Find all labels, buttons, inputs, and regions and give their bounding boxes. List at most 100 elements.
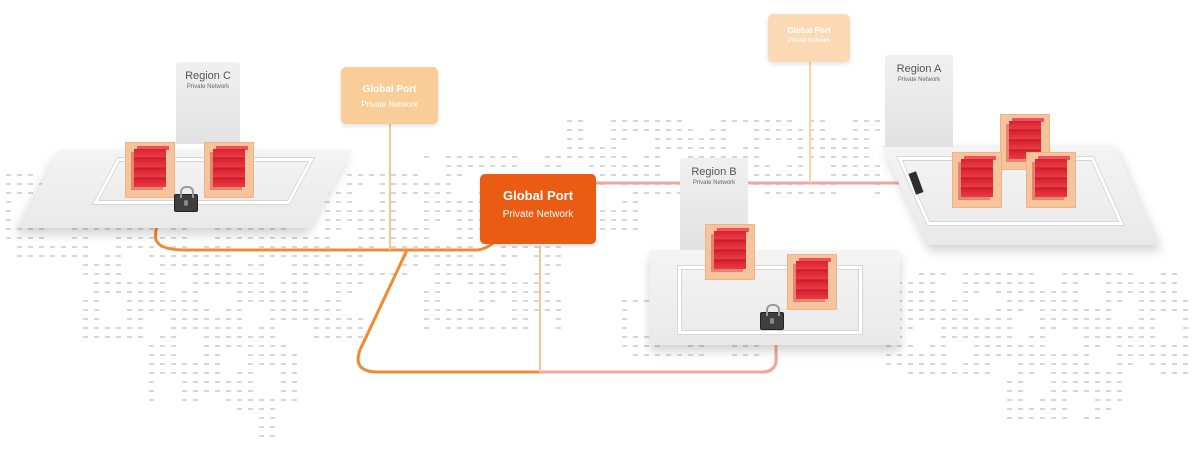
map-dot xyxy=(1007,381,1012,383)
map-dot xyxy=(1117,381,1122,383)
map-dot xyxy=(94,300,99,302)
map-dot xyxy=(259,300,264,302)
map-dot xyxy=(908,300,913,302)
region-a-card: Region A Private Network xyxy=(885,55,953,147)
map-dot xyxy=(787,138,792,140)
map-dot xyxy=(248,228,253,230)
map-dot xyxy=(160,255,165,257)
map-dot xyxy=(446,174,451,176)
map-dot xyxy=(886,345,891,347)
map-dot xyxy=(259,399,264,401)
map-dot xyxy=(413,237,418,239)
map-dot xyxy=(545,165,550,167)
region-c-server-2[interactable] xyxy=(204,142,254,198)
map-dot xyxy=(204,264,209,266)
map-dot xyxy=(798,165,803,167)
map-dot xyxy=(798,174,803,176)
map-dot xyxy=(930,273,935,275)
map-dot xyxy=(215,282,220,284)
map-dot xyxy=(864,147,869,149)
map-dot xyxy=(391,192,396,194)
map-dot xyxy=(633,336,638,338)
map-dot xyxy=(875,192,880,194)
map-dot xyxy=(1018,282,1023,284)
map-dot xyxy=(666,120,671,122)
map-dot xyxy=(864,165,869,167)
map-dot xyxy=(1084,336,1089,338)
map-dot xyxy=(600,210,605,212)
map-dot xyxy=(237,381,242,383)
map-dot xyxy=(347,192,352,194)
map-dot xyxy=(1117,336,1122,338)
map-dot xyxy=(1007,318,1012,320)
map-dot xyxy=(1161,309,1166,311)
map-dot xyxy=(17,183,22,185)
map-dot xyxy=(182,291,187,293)
map-dot xyxy=(424,246,429,248)
map-dot xyxy=(226,228,231,230)
map-dot xyxy=(1150,318,1155,320)
map-dot xyxy=(512,309,517,311)
map-dot xyxy=(974,345,979,347)
map-dot xyxy=(270,435,275,437)
map-dot xyxy=(1007,336,1012,338)
map-dot xyxy=(336,192,341,194)
map-dot xyxy=(1183,327,1188,329)
global-port-main[interactable]: Global Port Private Network xyxy=(480,174,596,244)
map-dot xyxy=(842,138,847,140)
map-dot xyxy=(1040,300,1045,302)
region-b-server-2[interactable] xyxy=(787,254,837,310)
map-dot xyxy=(908,354,913,356)
region-a-server-left[interactable] xyxy=(952,152,1002,208)
map-dot xyxy=(633,129,638,131)
map-dot xyxy=(842,147,847,149)
map-dot xyxy=(358,174,363,176)
region-c-server-1[interactable] xyxy=(125,142,175,198)
map-dot xyxy=(1018,417,1023,419)
map-dot xyxy=(292,246,297,248)
map-dot xyxy=(1106,336,1111,338)
map-dot xyxy=(545,156,550,158)
map-dot xyxy=(347,255,352,257)
global-port-region-a[interactable]: Global Port Private Network xyxy=(768,14,850,62)
map-dot xyxy=(622,138,627,140)
map-dot xyxy=(457,273,462,275)
map-dot xyxy=(963,273,968,275)
map-dot xyxy=(1150,336,1155,338)
map-dot xyxy=(116,228,121,230)
map-dot xyxy=(479,165,484,167)
map-dot xyxy=(292,291,297,293)
global-port-region-c[interactable]: Global Port Private Network xyxy=(341,67,438,124)
map-dot xyxy=(842,165,847,167)
map-dot xyxy=(347,318,352,320)
map-dot xyxy=(556,165,561,167)
server-icon xyxy=(799,258,831,262)
map-dot xyxy=(380,192,385,194)
map-dot xyxy=(688,147,693,149)
region-b-server-1[interactable] xyxy=(705,224,755,280)
map-dot xyxy=(259,327,264,329)
map-dot xyxy=(83,228,88,230)
map-dot xyxy=(501,327,506,329)
map-dot xyxy=(270,237,275,239)
map-dot xyxy=(490,264,495,266)
region-a-server-right[interactable] xyxy=(1026,152,1076,208)
map-dot xyxy=(1007,354,1012,356)
map-dot xyxy=(666,138,671,140)
map-dot xyxy=(204,327,209,329)
map-dot xyxy=(347,219,352,221)
map-dot xyxy=(468,318,473,320)
map-dot xyxy=(644,336,649,338)
map-dot xyxy=(369,210,374,212)
map-dot xyxy=(314,336,319,338)
map-dot xyxy=(1106,282,1111,284)
map-dot xyxy=(391,273,396,275)
map-dot xyxy=(446,282,451,284)
map-dot xyxy=(1018,273,1023,275)
map-dot xyxy=(941,273,946,275)
map-dot xyxy=(204,363,209,365)
map-dot xyxy=(303,264,308,266)
map-dot xyxy=(1040,399,1045,401)
map-dot xyxy=(974,273,979,275)
